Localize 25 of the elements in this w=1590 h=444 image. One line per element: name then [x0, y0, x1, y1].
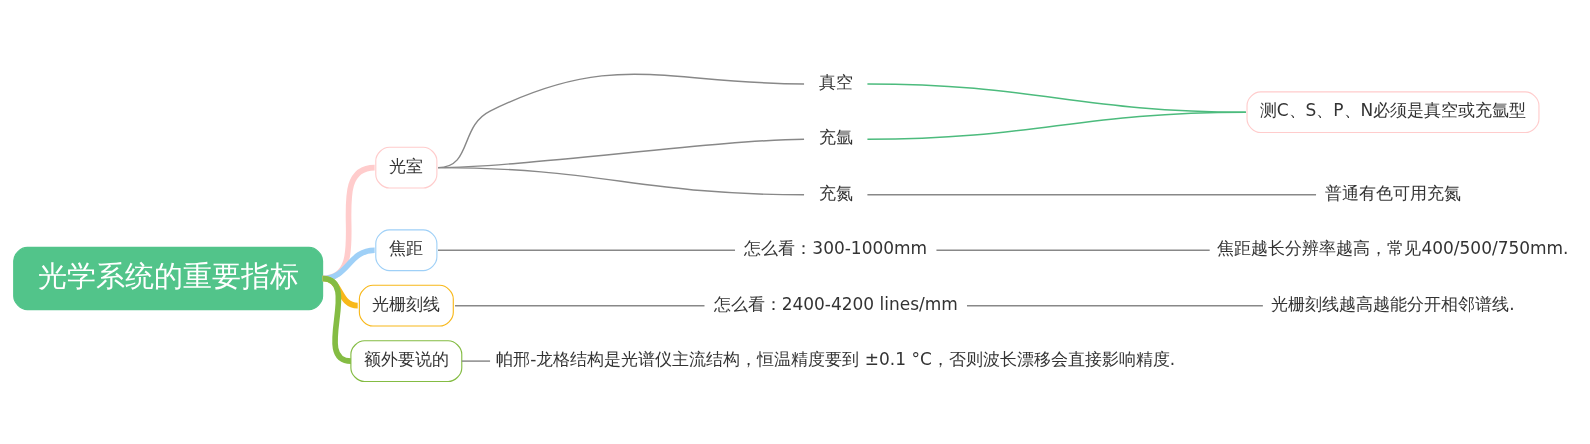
node-box: 光室 [375, 146, 438, 189]
node-text: 帕邢-龙格结构是光谱仪主流结构，恒温精度要到 ±0.1 °C，否则波长漂移会直接影响精度. [496, 348, 1176, 369]
node-box: 焦距 [375, 228, 438, 271]
connector [437, 249, 736, 251]
connector [461, 359, 491, 362]
node-text: 光栅刻线越高越能分开相邻谱线. [1271, 293, 1515, 314]
node-box: 光学系统的重要指标 [13, 246, 324, 310]
node-text: 怎么看：300-1000mm [744, 237, 928, 258]
node-text: 充氮 [818, 182, 853, 203]
connector [866, 193, 1317, 195]
connector [322, 275, 352, 364]
node-text: 普通有色可用充氮 [1324, 182, 1461, 203]
node-box: 光栅刻线 [358, 284, 454, 327]
node-box: 额外要说的 [350, 339, 463, 382]
node-text: 真空 [818, 71, 853, 92]
node-text: 怎么看：2400-4200 lines/mm [713, 293, 958, 314]
node-text: 焦距越长分辨率越高，常见400/500/750mm. [1217, 237, 1569, 258]
node-box: 测C、S、P、N必须是真空或充氩型 [1246, 90, 1540, 133]
connector [966, 304, 1264, 306]
connector [322, 246, 375, 281]
node-text: 充氩 [818, 126, 853, 147]
connector [935, 249, 1211, 251]
connector [437, 166, 805, 195]
connector [454, 304, 706, 306]
connector [866, 110, 1247, 140]
